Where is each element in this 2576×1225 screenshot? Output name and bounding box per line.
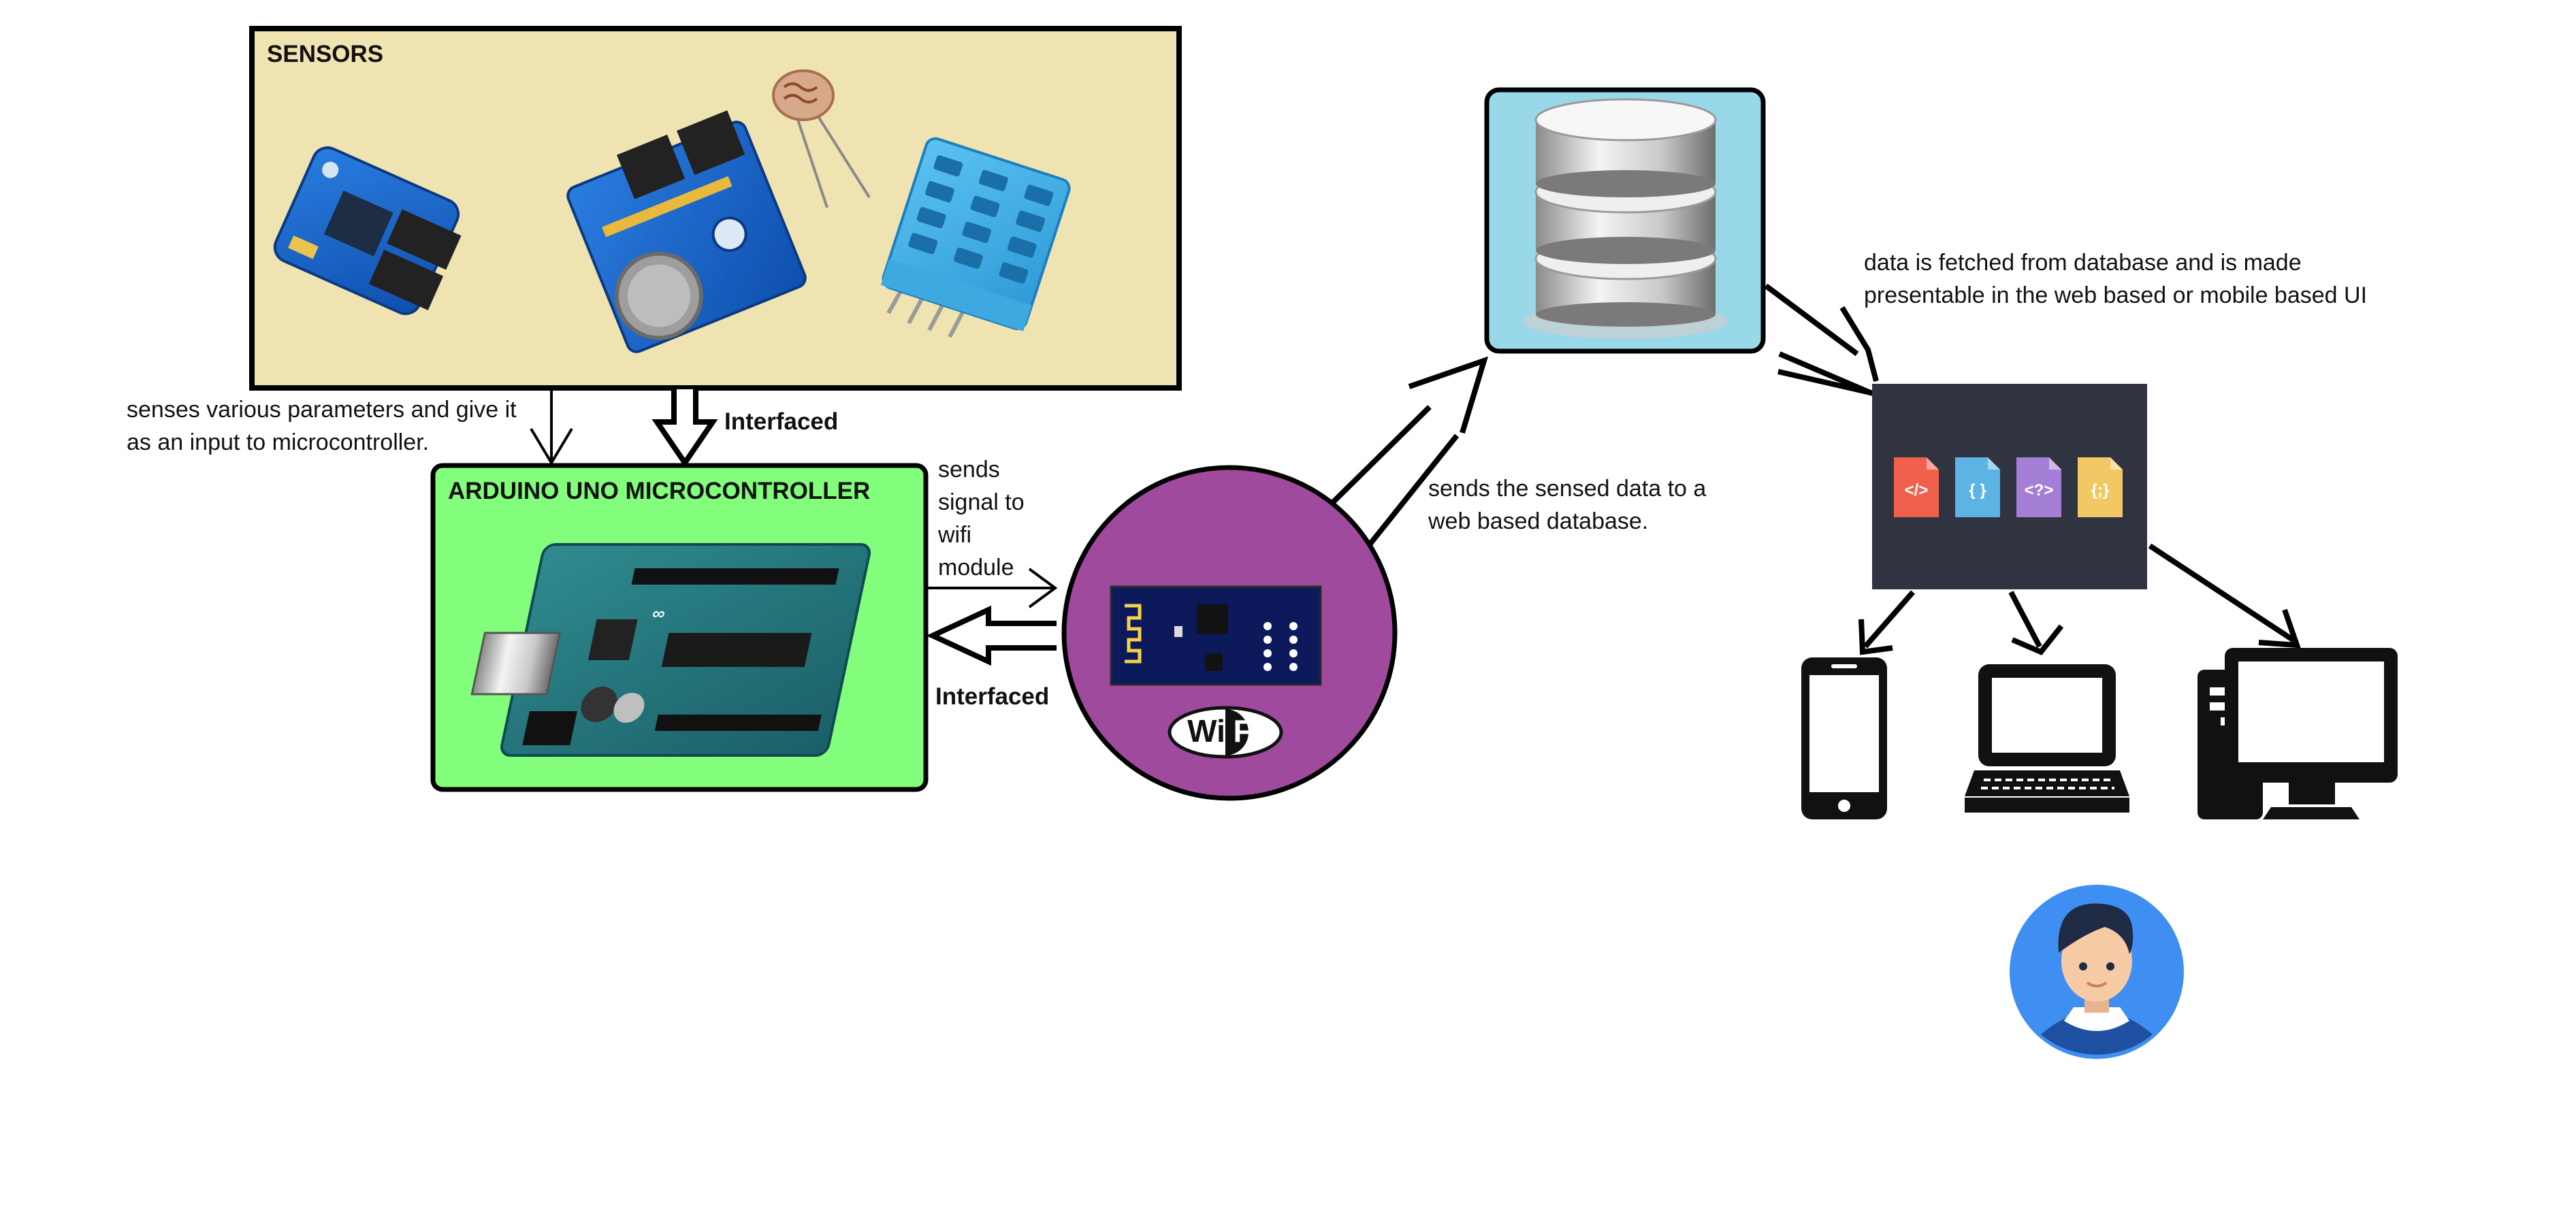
esp8266-module-icon xyxy=(1110,585,1322,686)
gas-sensor-icon xyxy=(566,110,807,353)
file-icon-label: { } xyxy=(1969,481,1986,500)
ui-files: </> { } <?> {;} xyxy=(1894,457,2123,517)
file-icon: </> xyxy=(1894,457,1939,517)
sensor-module-icon xyxy=(273,146,462,315)
label-sends-signal: sends signal to wifi module xyxy=(938,457,1025,581)
file-icon: {;} xyxy=(2078,457,2123,517)
smartphone-icon xyxy=(1801,657,1887,819)
arrow-interfaced-wifi xyxy=(926,605,1057,666)
label-data-fetched: data is fetched from database and is mad… xyxy=(1864,250,2368,308)
file-icon: { } xyxy=(1955,457,2000,517)
sensors-title: SENSORS xyxy=(267,41,384,67)
sensors-box xyxy=(249,26,1182,391)
arrow-interfaced-sensors xyxy=(651,389,718,468)
label-senses: senses various parameters and give it as… xyxy=(127,397,517,455)
label-interfaced-wifi: Interfaced xyxy=(935,683,1050,710)
wifi-logo-icon: Wi Fi xyxy=(1168,706,1283,759)
laptop-icon xyxy=(1965,664,2129,813)
arduino-title: ARDUINO UNO MICROCONTROLLER xyxy=(448,478,871,504)
arrow-arduino-to-wifi xyxy=(927,568,1058,608)
arrow-sensors-to-arduino xyxy=(530,389,573,466)
file-icon: <?> xyxy=(2016,457,2061,517)
arrow-ui-to-devices xyxy=(1858,543,2301,655)
dht11-sensor-icon xyxy=(880,137,1071,338)
user-avatar-icon xyxy=(2010,885,2184,1059)
ldr-sensor-icon xyxy=(772,69,871,208)
file-icon-label: <?> xyxy=(2025,481,2054,500)
database-icon xyxy=(1524,98,1728,339)
file-icon-label: </> xyxy=(1905,481,1929,500)
label-sends-data: sends the sensed data to a web based dat… xyxy=(1428,476,1707,534)
arrow-database-to-ui xyxy=(1764,283,1879,396)
arduino-board-icon: ∞ xyxy=(470,543,871,757)
desktop-computer-icon xyxy=(2197,648,2398,819)
label-interfaced-sensors: Interfaced xyxy=(724,408,839,435)
file-icon-label: {;} xyxy=(2091,481,2110,500)
wifi-logo-left: Wi xyxy=(1187,713,1225,749)
arrow-wifi-to-database xyxy=(1331,356,1489,546)
wifi-logo-right: Fi xyxy=(1234,713,1261,749)
